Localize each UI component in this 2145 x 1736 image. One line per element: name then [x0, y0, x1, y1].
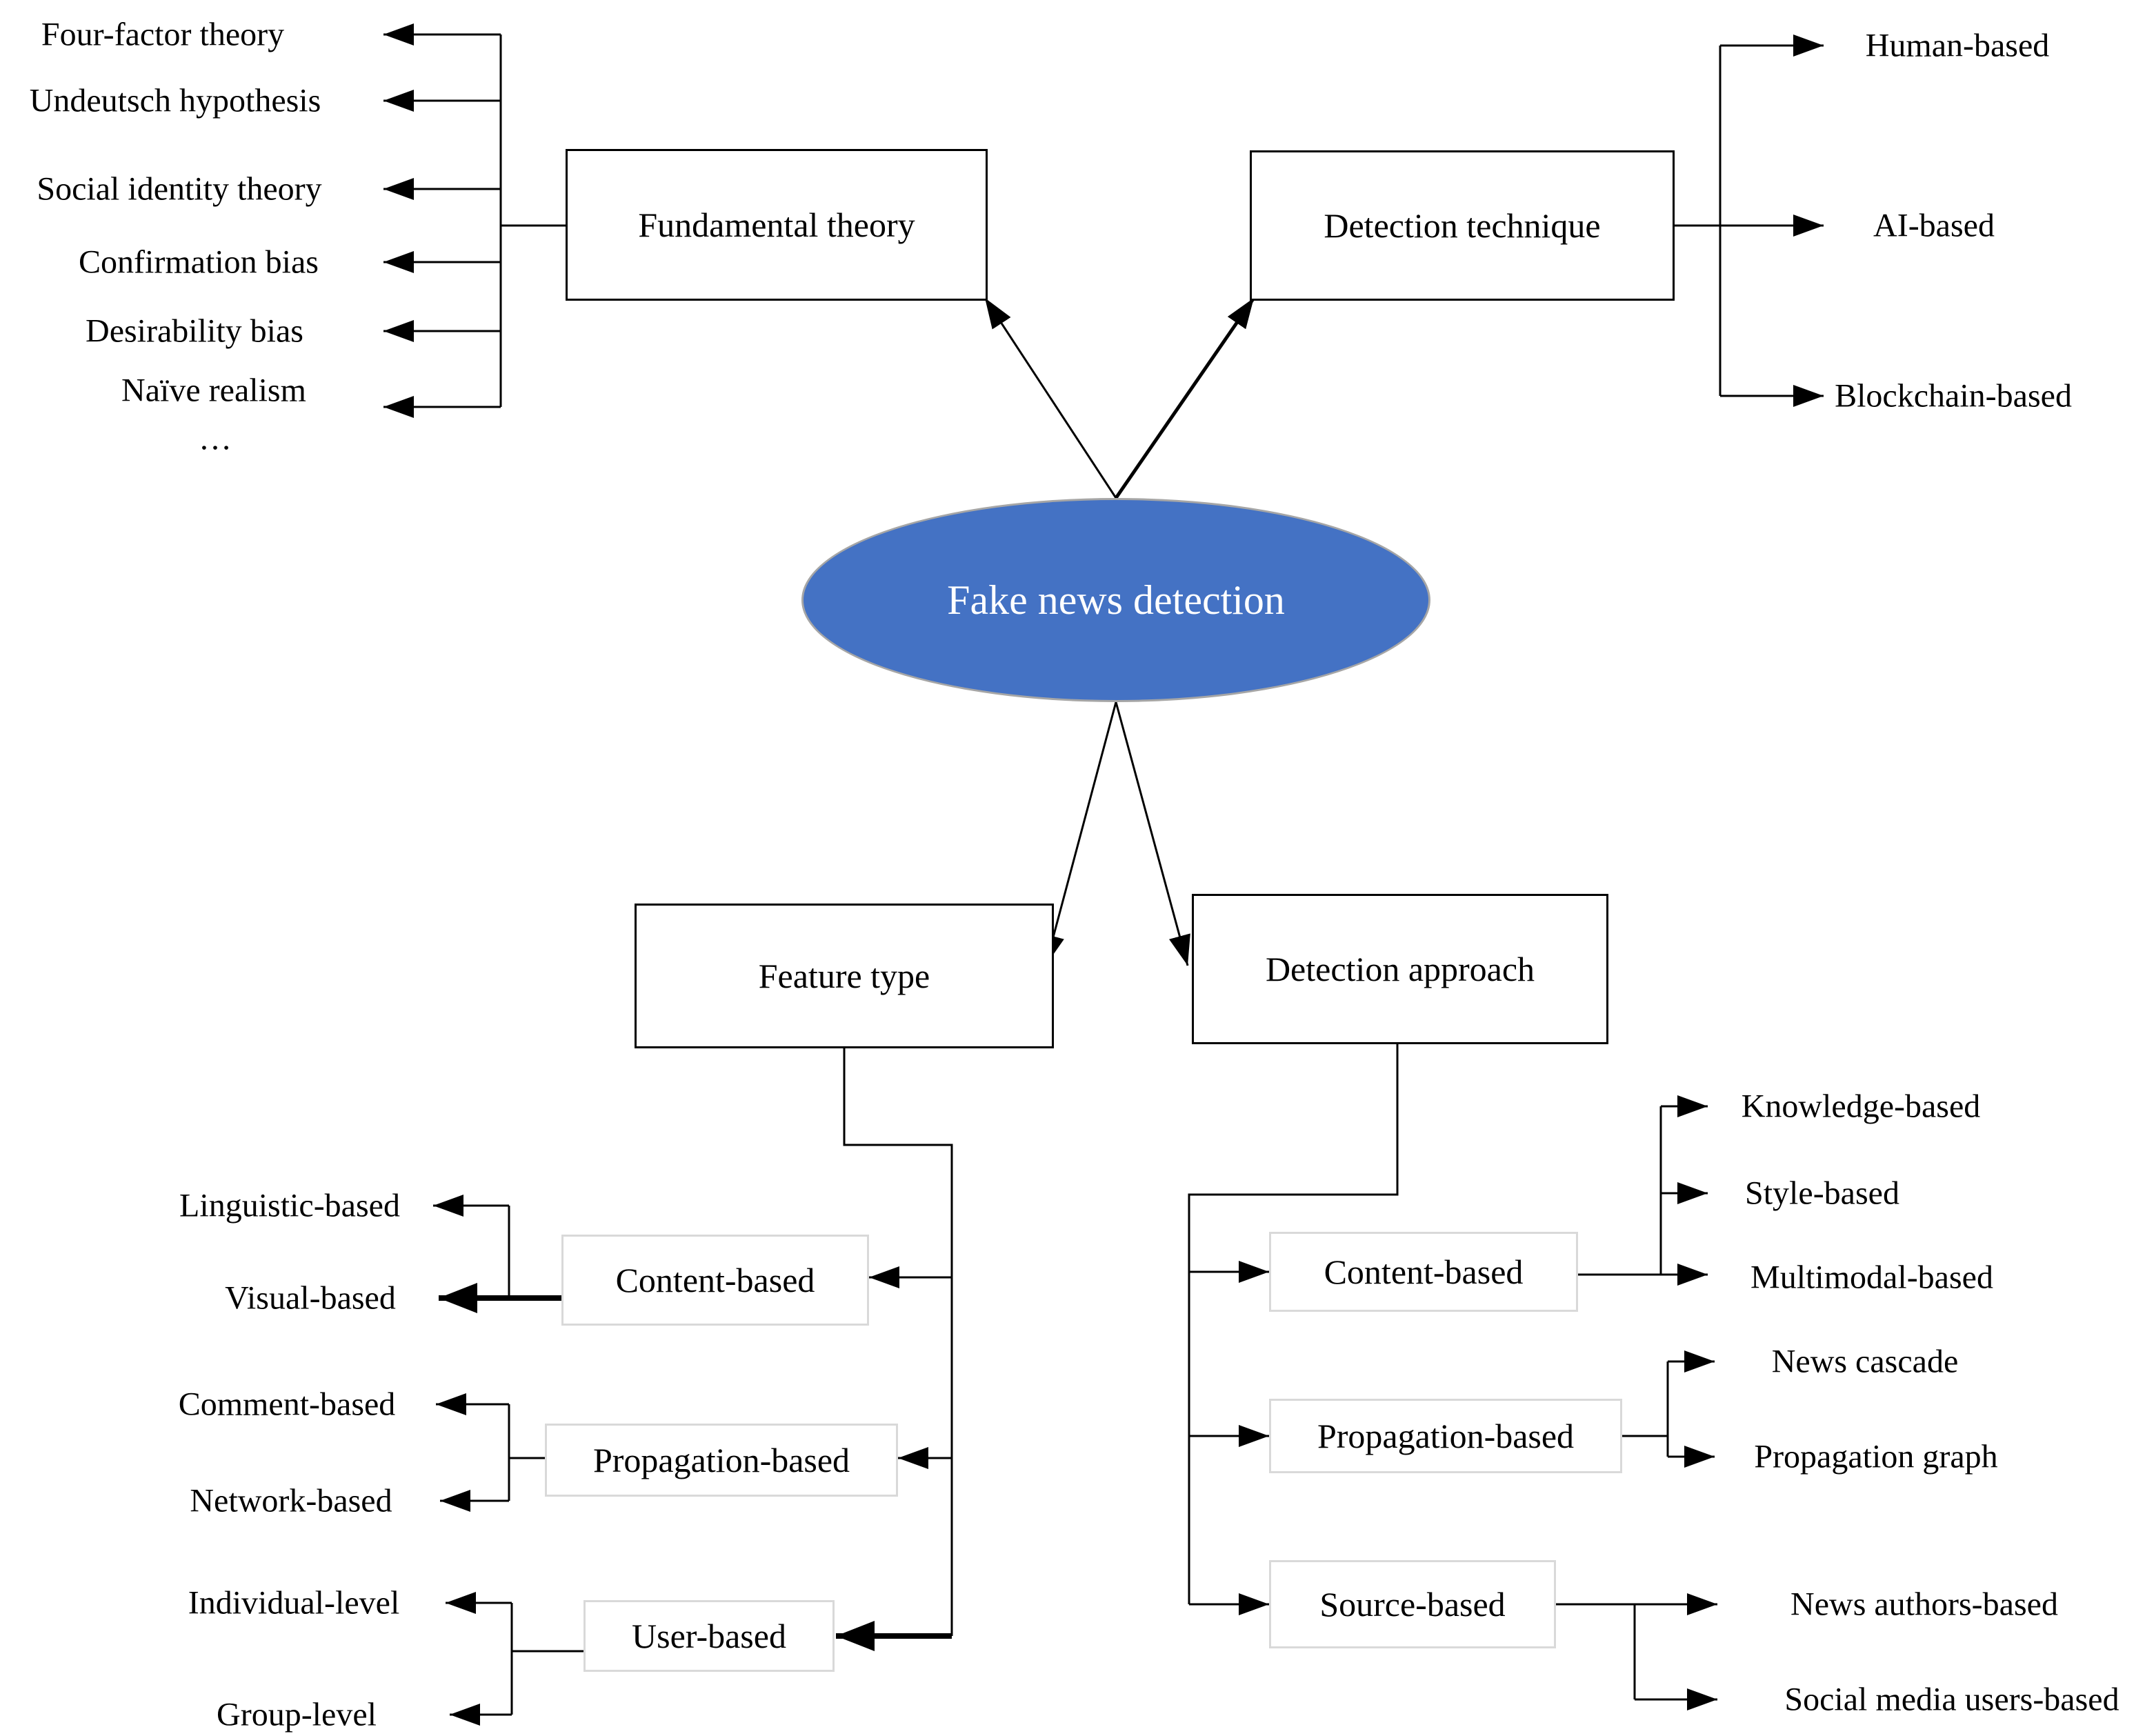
leaf-propagation-graph: Propagation graph [1754, 1438, 1998, 1475]
trunk-feature-type [843, 1048, 953, 1636]
leaf-visual-based: Visual-based [225, 1279, 396, 1317]
leaf-four-factor-theory: Four-factor theory [41, 16, 285, 53]
leaf-individual-level: Individual-level [188, 1584, 400, 1622]
connector-root-to-technique [1114, 297, 1256, 499]
leaf-blockchain-based: Blockchain-based [1835, 377, 2072, 415]
connector-root-to-feature-type [1042, 701, 1117, 966]
node-feature-type-label: Feature type [758, 957, 930, 995]
leaf-linguistic-based: Linguistic-based [179, 1187, 400, 1224]
leaf-multimodal-based: Multimodal-based [1750, 1259, 1993, 1296]
connector-root-to-approach [1115, 701, 1190, 966]
node-detection-approach-label: Detection approach [1265, 950, 1535, 988]
node-content-based-approach: Content-based [1269, 1232, 1578, 1312]
node-source-based-approach-label: Source-based [1319, 1585, 1506, 1624]
node-detection-technique-label: Detection technique [1324, 206, 1601, 245]
node-source-based-approach: Source-based [1269, 1560, 1556, 1648]
root-node-fake-news-detection: Fake news detection [801, 498, 1430, 702]
leaf-naive-realism: Naïve realism [121, 372, 306, 409]
leaf-news-authors-based: News authors-based [1790, 1586, 2058, 1623]
leaf-network-based: Network-based [190, 1482, 392, 1519]
node-propagation-based-feature-label: Propagation-based [592, 1441, 850, 1479]
node-propagation-based-approach: Propagation-based [1269, 1399, 1622, 1473]
leaf-ai-based: AI-based [1873, 207, 1995, 244]
leaf-undeutsch-hypothesis: Undeutsch hypothesis [29, 82, 321, 119]
node-detection-approach: Detection approach [1192, 894, 1608, 1044]
node-feature-type: Feature type [635, 904, 1054, 1048]
node-user-based-feature-label: User-based [632, 1617, 786, 1655]
leaf-knowledge-based: Knowledge-based [1741, 1088, 1981, 1125]
leaf-news-cascade: News cascade [1771, 1343, 1959, 1380]
leaf-group-level: Group-level [217, 1696, 377, 1733]
leaf-social-identity-theory: Social identity theory [37, 170, 322, 208]
leaf-social-media-users-based: Social media users-based [1784, 1681, 2119, 1718]
leaf-comment-based: Comment-based [178, 1386, 396, 1423]
leaf-ellipsis: … [199, 420, 232, 457]
node-fundamental-theory-label: Fundamental theory [638, 206, 915, 244]
leaf-style-based: Style-based [1745, 1175, 1899, 1212]
leaf-confirmation-bias: Confirmation bias [79, 243, 319, 281]
node-fundamental-theory: Fundamental theory [566, 149, 988, 301]
node-content-based-approach-label: Content-based [1324, 1253, 1524, 1291]
node-user-based-feature: User-based [583, 1600, 835, 1672]
node-detection-technique: Detection technique [1250, 150, 1675, 301]
node-content-based-feature: Content-based [561, 1235, 869, 1326]
node-propagation-based-approach-label: Propagation-based [1317, 1417, 1575, 1455]
root-node-label: Fake news detection [947, 577, 1285, 623]
node-content-based-feature-label: Content-based [615, 1261, 815, 1299]
leaf-human-based: Human-based [1865, 27, 2050, 64]
connector-root-to-fundamental [984, 297, 1117, 499]
leaf-desirability-bias: Desirability bias [86, 312, 303, 350]
trunk-detection-approach [1188, 1044, 1399, 1604]
node-propagation-based-feature: Propagation-based [545, 1424, 898, 1497]
